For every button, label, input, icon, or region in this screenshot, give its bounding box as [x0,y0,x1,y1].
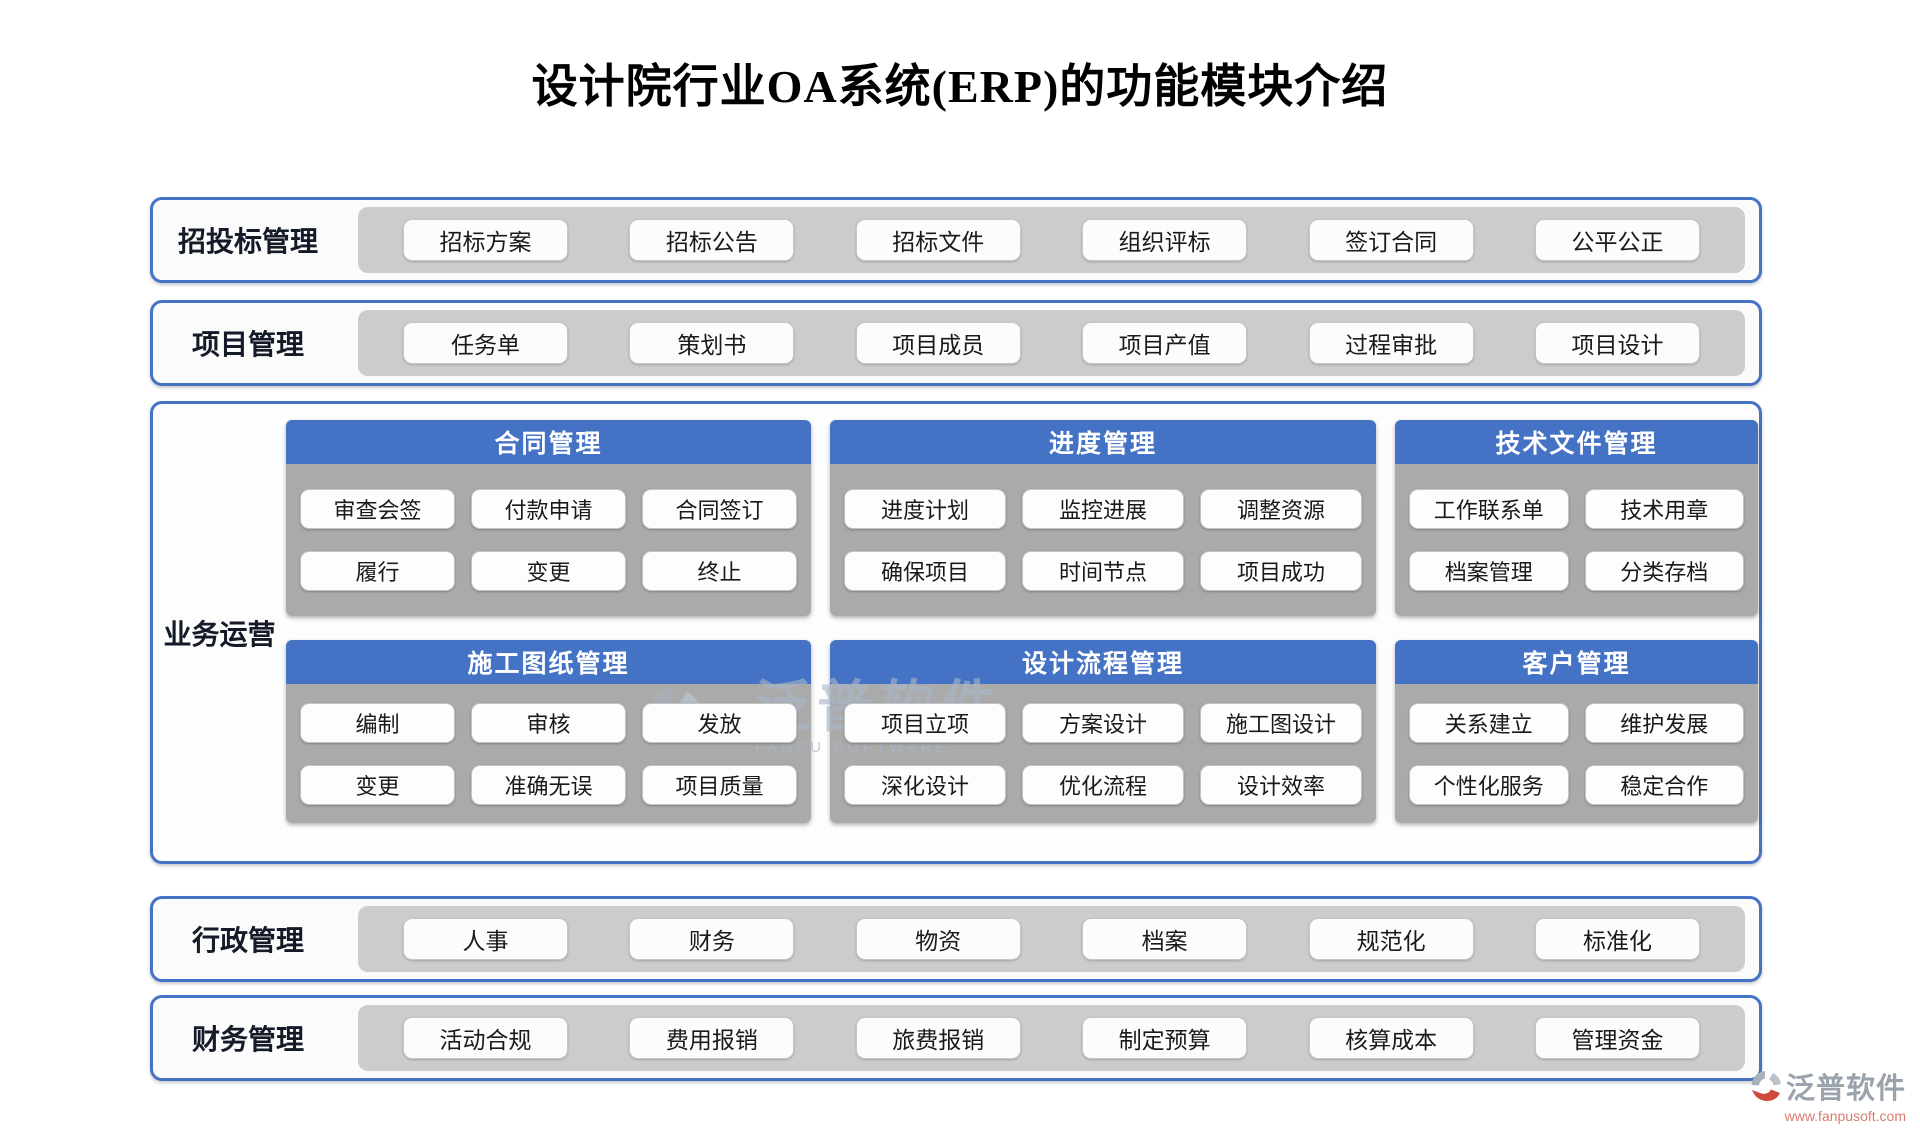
module-button[interactable]: 时间节点 [1022,551,1184,591]
module-button[interactable]: 招标公告 [629,219,795,261]
module-button[interactable]: 工作联系单 [1409,489,1569,529]
module-row-strip: 招标方案 招标公告 招标文件 组织评标 签订合同 公平公正 [358,207,1745,273]
module-row-strip: 人事 财务 物资 档案 规范化 标准化 [358,906,1745,972]
module-button[interactable]: 组织评标 [1082,219,1248,261]
module-button[interactable]: 个性化服务 [1409,764,1569,805]
top-module-rows: 招投标管理招标方案招标公告招标文件组织评标签订合同公平公正项目管理任务单策划书项… [150,197,1762,386]
sub-module-panel: 技术文件管理工作联系单技术用章档案管理分类存档 [1395,420,1758,616]
panel-title: 技术文件管理 [1395,420,1758,464]
module-button[interactable]: 履行 [300,551,455,591]
brand-watermark-corner: 泛普软件 www.fanpusoft.com [1750,1065,1906,1124]
module-button[interactable]: 财务 [629,918,795,960]
business-operations-section: 业务运营 合同管理审查会签付款申请合同签订履行变更终止进度管理进度计划监控进展调… [150,401,1762,864]
page-title: 设计院行业OA系统(ERP)的功能模块介绍 [531,61,1389,112]
module-button[interactable]: 项目成功 [1200,551,1362,591]
panel-title: 设计流程管理 [830,640,1376,684]
module-button[interactable]: 设计效率 [1200,764,1362,805]
module-button[interactable]: 核算成本 [1308,1017,1474,1059]
module-button[interactable]: 发放 [642,702,797,743]
module-button[interactable]: 项目产值 [1082,322,1248,364]
module-button[interactable]: 费用报销 [629,1017,795,1059]
module-button[interactable]: 审查会签 [300,489,455,529]
module-button[interactable]: 管理资金 [1534,1017,1700,1059]
module-row: 项目管理 任务单 策划书 项目成员 项目产值 过程审批 项目设计 [150,300,1762,386]
module-button[interactable]: 深化设计 [844,764,1006,805]
module-button[interactable]: 项目设计 [1534,322,1700,364]
module-button[interactable]: 付款申请 [471,489,626,529]
panel-title: 施工图纸管理 [286,640,811,684]
module-button[interactable]: 招标方案 [403,219,568,261]
brand-logo-icon [1751,1071,1781,1101]
module-button[interactable]: 活动合规 [403,1017,568,1059]
sub-module-panel: 施工图纸管理编制审核发放变更准确无误项目质量 [286,640,811,823]
module-button[interactable]: 维护发展 [1584,702,1744,743]
module-button[interactable]: 规范化 [1308,918,1474,960]
module-row-label: 财务管理 [191,1025,304,1056]
panel-body: 关系建立维护发展个性化服务稳定合作 [1395,684,1758,823]
module-button[interactable]: 编制 [300,702,455,743]
business-operations-label: 业务运营 [163,619,276,651]
module-button[interactable]: 分类存档 [1584,551,1744,591]
module-button[interactable]: 合同签订 [642,489,797,529]
module-row-strip: 活动合规 费用报销 旅费报销 制定预算 核算成本 管理资金 [358,1005,1745,1071]
panel-title: 合同管理 [286,420,811,464]
panel-body: 项目立项方案设计施工图设计深化设计优化流程设计效率 [830,684,1376,823]
module-row-label: 行政管理 [191,926,304,957]
module-button[interactable]: 终止 [642,551,797,591]
panel-title: 进度管理 [830,420,1376,464]
module-button[interactable]: 变更 [471,551,626,591]
module-button[interactable]: 项目立项 [844,702,1006,743]
module-button[interactable]: 进度计划 [844,489,1006,529]
module-button[interactable]: 招标文件 [855,219,1021,261]
module-button[interactable]: 技术用章 [1584,489,1744,529]
diagram-content: 招投标管理招标方案招标公告招标文件组织评标签订合同公平公正项目管理任务单策划书项… [150,197,1762,1081]
module-button[interactable]: 策划书 [629,322,795,364]
module-button[interactable]: 制定预算 [1082,1017,1248,1059]
module-row-strip: 任务单 策划书 项目成员 项目产值 过程审批 项目设计 [358,310,1745,376]
sub-module-panel: 合同管理审查会签付款申请合同签订履行变更终止 [286,420,811,616]
module-button[interactable]: 确保项目 [844,551,1006,591]
brand-name-en-watermark: FANPU SOFTWARE [755,738,950,756]
module-row-label: 招投标管理 [177,227,318,258]
panel-body: 编制审核发放变更准确无误项目质量 [286,684,811,823]
module-button[interactable]: 施工图设计 [1200,702,1362,743]
module-button[interactable]: 过程审批 [1308,322,1474,364]
module-button[interactable]: 公平公正 [1534,219,1700,261]
module-button[interactable]: 档案 [1082,918,1248,960]
sub-module-panel: 进度管理进度计划监控进展调整资源确保项目时间节点项目成功 [830,420,1376,616]
panel-body: 进度计划监控进展调整资源确保项目时间节点项目成功 [830,464,1376,616]
module-button[interactable]: 档案管理 [1409,551,1569,591]
module-button[interactable]: 监控进展 [1022,489,1184,529]
brand-url: www.fanpusoft.com [1784,1108,1906,1124]
module-button[interactable]: 项目成员 [855,322,1021,364]
module-row: 财务管理 活动合规 费用报销 旅费报销 制定预算 核算成本 管理资金 [150,995,1762,1081]
module-button[interactable]: 旅费报销 [855,1017,1021,1059]
brand-name-corner: 泛普软件 [1785,1073,1906,1105]
module-button[interactable]: 变更 [300,764,455,805]
sub-module-panel: 设计流程管理项目立项方案设计施工图设计深化设计优化流程设计效率 [830,640,1376,823]
module-button[interactable]: 任务单 [403,322,568,364]
module-button[interactable]: 关系建立 [1409,702,1569,743]
module-button[interactable]: 稳定合作 [1584,764,1744,805]
module-button[interactable]: 项目质量 [642,764,797,805]
module-button[interactable]: 物资 [855,918,1021,960]
panel-body: 审查会签付款申请合同签订履行变更终止 [286,464,811,616]
module-row: 招投标管理 招标方案 招标公告 招标文件 组织评标 签订合同 公平公正 [150,197,1762,283]
module-button[interactable]: 审核 [471,702,626,743]
module-row-label: 项目管理 [191,330,304,361]
bottom-module-rows: 行政管理 人事 财务 物资 档案 规范化 标准化财务管理 活动合规 费用报销 旅费报销 制定预算 核算… [150,896,1762,1081]
module-button[interactable]: 方案设计 [1022,702,1184,743]
module-button[interactable]: 优化流程 [1022,764,1184,805]
module-button[interactable]: 人事 [403,918,568,960]
module-button[interactable]: 签订合同 [1308,219,1474,261]
module-row: 行政管理 人事 财务 物资 档案 规范化 标准化 [150,896,1762,982]
sub-module-panel: 客户管理关系建立维护发展个性化服务稳定合作 [1395,640,1758,823]
business-operations-grid: 合同管理审查会签付款申请合同签订履行变更终止进度管理进度计划监控进展调整资源确保… [286,420,1758,823]
module-button[interactable]: 准确无误 [471,764,626,805]
module-button[interactable]: 调整资源 [1200,489,1362,529]
module-button[interactable]: 标准化 [1534,918,1700,960]
panel-body: 工作联系单技术用章档案管理分类存档 [1395,464,1758,616]
panel-title: 客户管理 [1395,640,1758,684]
